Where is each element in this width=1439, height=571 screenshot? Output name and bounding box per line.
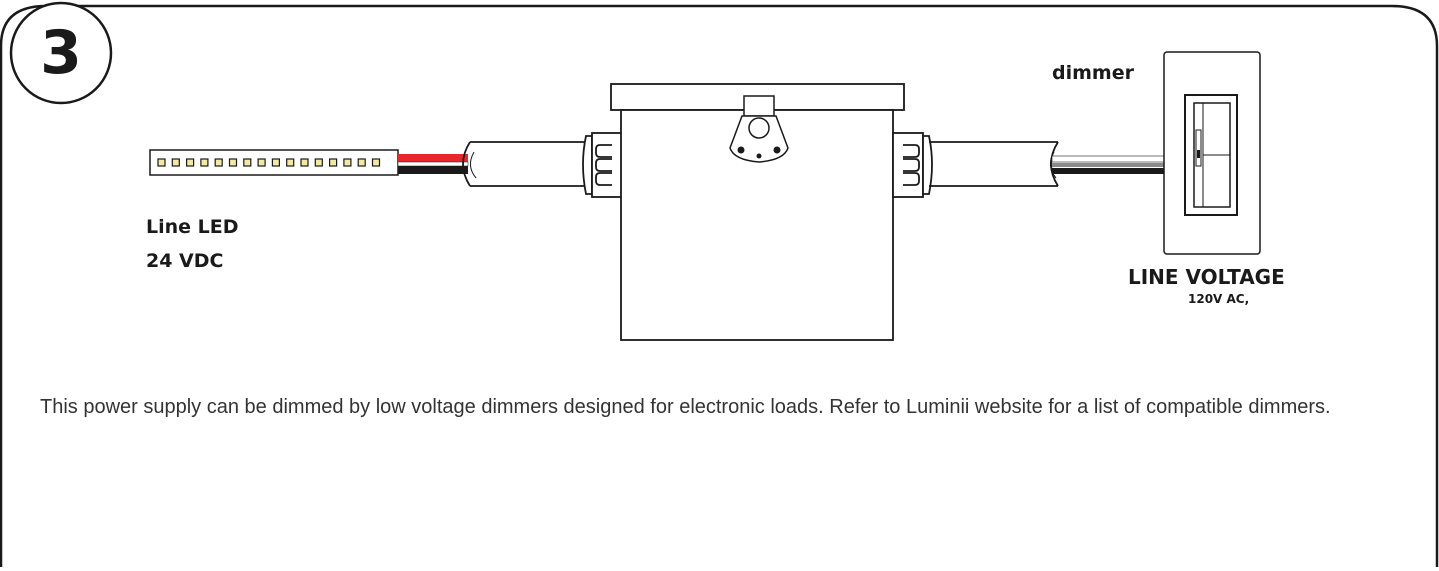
step-number: 3 [40, 18, 82, 88]
led-chip [186, 158, 195, 167]
led-chip [329, 158, 338, 167]
led-chip [357, 158, 366, 167]
led-chip [157, 158, 166, 167]
led-chip [300, 158, 309, 167]
line-voltage-title: LINE VOLTAGE [1128, 265, 1285, 289]
led-chip [257, 158, 266, 167]
led-chip-group [157, 158, 381, 167]
left-cable [462, 141, 586, 187]
dimmer-wire-black [1052, 168, 1164, 174]
led-chip [228, 158, 238, 167]
line-voltage-spec: 120V AC, [1188, 292, 1250, 306]
led-chip [314, 158, 323, 167]
step-number-circle [9, 1, 113, 105]
power-supply-box [610, 83, 905, 341]
led-chip [171, 158, 180, 167]
dimmer-switch [1163, 51, 1261, 255]
latch-plate [729, 115, 789, 163]
dimmer-wire-white [1051, 155, 1165, 163]
led-name-label: Line LED [146, 216, 239, 238]
led-chip [271, 158, 280, 167]
led-chip [214, 158, 223, 167]
led-chip [243, 158, 252, 167]
right-cable-jacket [929, 141, 1059, 187]
left-connector [582, 132, 623, 198]
red-wire [398, 154, 468, 162]
panel-frame [0, 4, 1439, 567]
instruction-note: This power supply can be dimmed by low v… [40, 396, 1331, 418]
white-wire [397, 161, 469, 167]
led-chip [343, 158, 352, 167]
black-wire [398, 166, 468, 174]
led-chip [286, 158, 295, 167]
led-chip [371, 158, 381, 167]
right-cable [929, 141, 1165, 187]
led-chip [200, 158, 209, 167]
right-connector [892, 132, 933, 198]
led-strip [149, 149, 469, 176]
latch-strap [743, 95, 775, 117]
led-voltage-label: 24 VDC [146, 250, 224, 272]
left-cable-jacket [462, 141, 586, 187]
dimmer-slider [1195, 129, 1202, 167]
dimmer-wire-gray [1052, 163, 1164, 167]
dimmer-label: dimmer [1052, 62, 1134, 84]
